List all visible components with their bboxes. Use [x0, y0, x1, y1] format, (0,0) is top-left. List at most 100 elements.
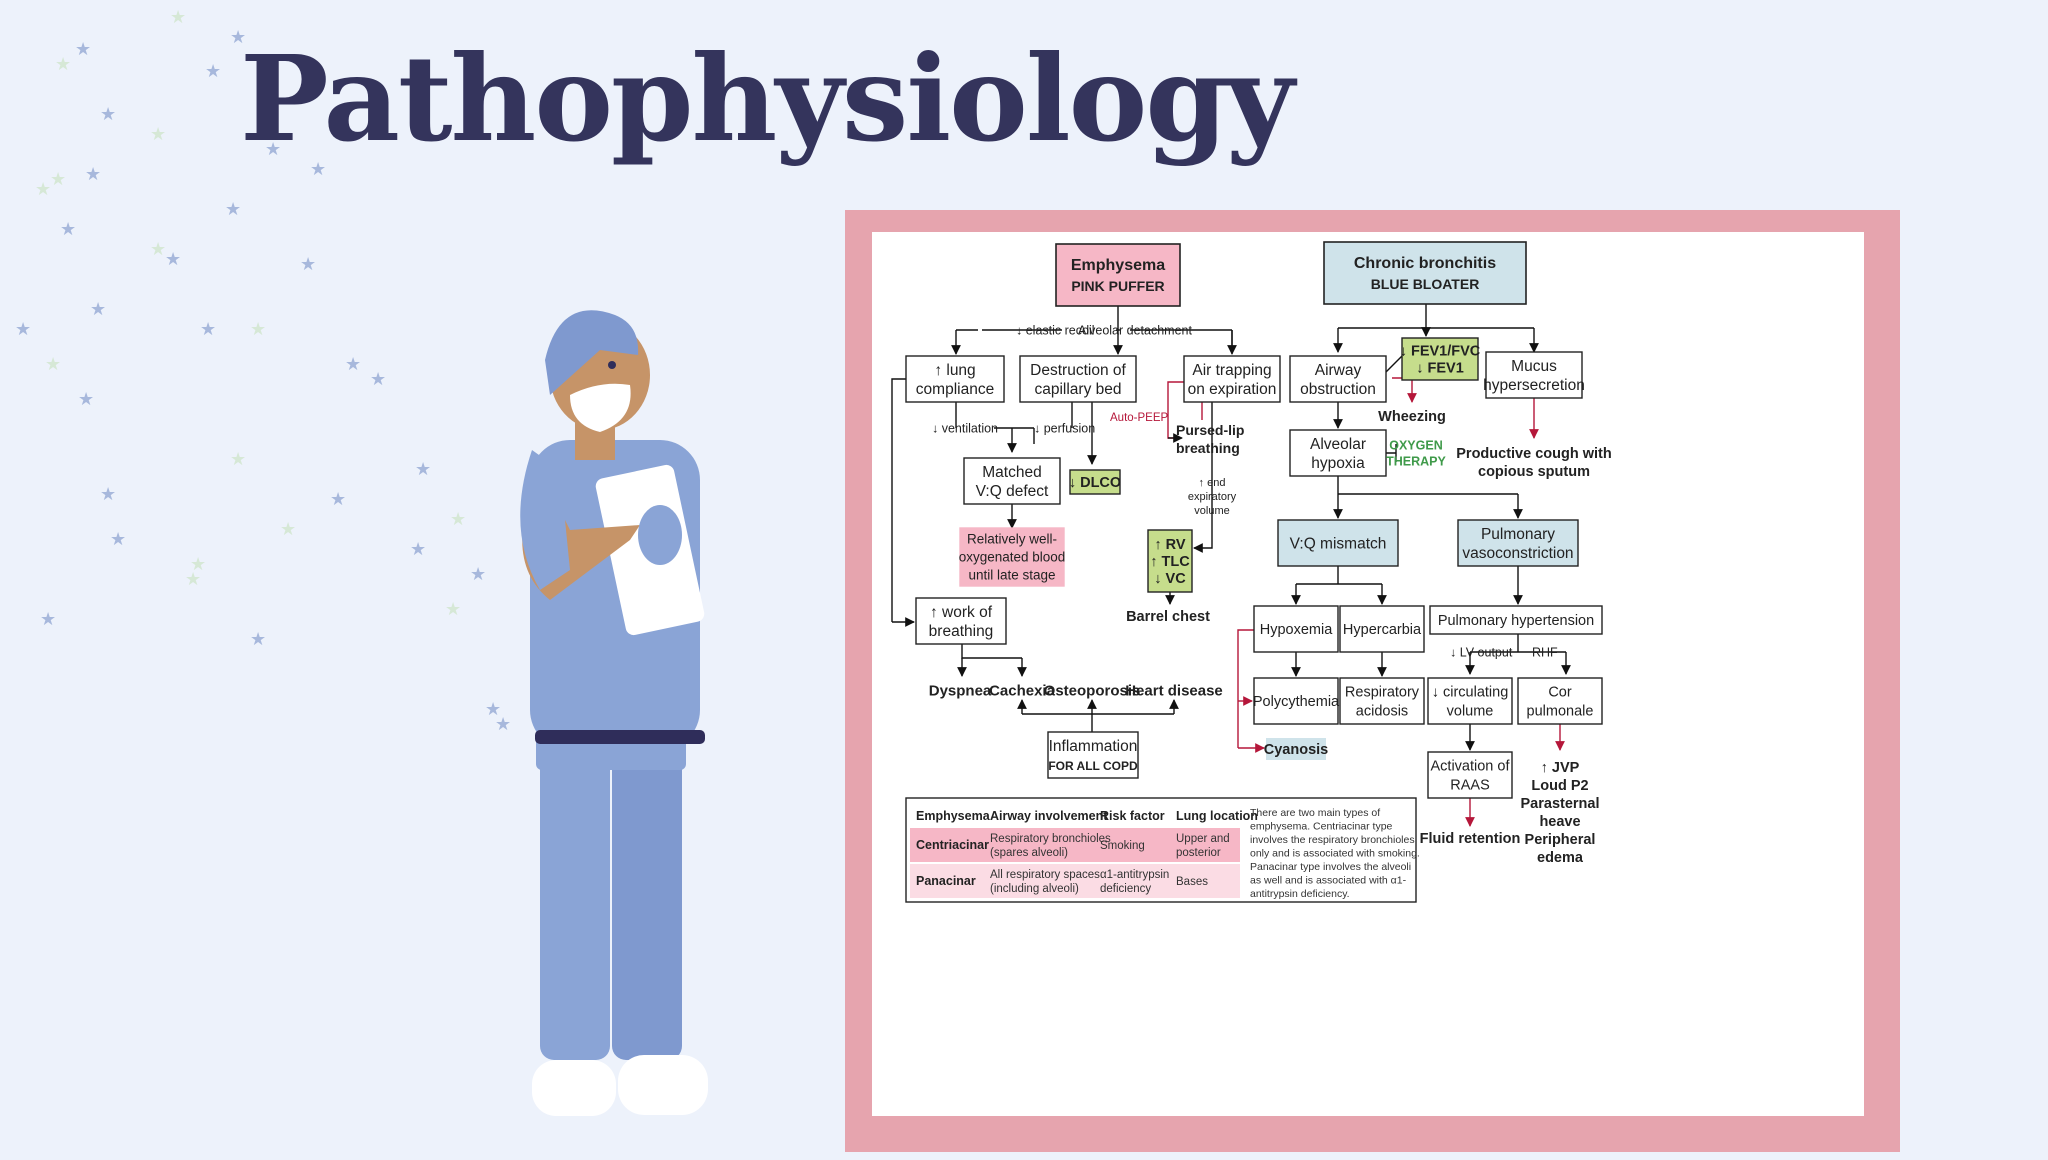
table-header: Emphysema — [916, 809, 991, 823]
end-expiratory-line-2: expiratory — [1188, 491, 1237, 503]
connector-line — [1296, 566, 1382, 585]
polycythemia-label: Polycythemia — [1253, 694, 1340, 710]
edge-lv-output: ↓ LV output — [1450, 645, 1513, 659]
pulm-vasoconstriction-label-line-1: Pulmonary — [1481, 526, 1555, 543]
star-icon: ★ — [230, 449, 247, 469]
oxygenated-label-line-3: until late stage — [968, 568, 1055, 583]
cor-signs-line-6: edema — [1537, 850, 1584, 866]
lung-compliance-label-line-2: compliance — [916, 381, 994, 398]
connector-line — [1337, 476, 1518, 495]
star-icon: ★ — [330, 489, 347, 509]
hypercarbia-label: Hypercarbia — [1343, 622, 1422, 638]
star-icon: ★ — [55, 54, 72, 74]
pursed-lip-line-1: Pursed-lip — [1176, 422, 1244, 438]
table-cell-location: posterior — [1176, 847, 1221, 859]
table-cell-airway: Respiratory bronchioles — [990, 833, 1111, 845]
vq-mismatch-label: V:Q mismatch — [1290, 535, 1387, 552]
cor-signs-line-1: ↑ JVP — [1541, 760, 1580, 776]
star-icon: ★ — [250, 629, 267, 649]
connector-arrow — [1193, 512, 1213, 553]
table-note-line: involves the respiratory bronchioles — [1250, 834, 1415, 846]
connector-line — [1022, 713, 1174, 732]
air-trapping-label-line-2: on expiration — [1188, 381, 1277, 398]
page-title: Pathophysiology — [240, 29, 1294, 168]
emphysema-header-label-line-1: Emphysema — [1071, 257, 1165, 274]
air-trapping-label-line-1: Air trapping — [1192, 362, 1271, 379]
connector-line — [1385, 355, 1403, 373]
star-icon: ★ — [415, 459, 432, 479]
table-row-panacinar — [910, 864, 1240, 898]
connector-line — [1237, 629, 1254, 748]
table-note-line: There are two main types of — [1250, 807, 1380, 819]
emphysema-header-box — [1055, 243, 1181, 307]
heart-disease: Heart disease — [1125, 682, 1223, 699]
star-icon: ★ — [265, 139, 282, 159]
resp-acidosis-box — [1339, 677, 1425, 725]
connector-arrow — [1392, 377, 1417, 403]
table-note-line: emphysema. Centriacinar type — [1250, 821, 1393, 833]
star-icon: ★ — [45, 354, 62, 374]
end-expiratory-line-3: volume — [1194, 505, 1229, 517]
star-icon: ★ — [185, 569, 202, 589]
star-icon: ★ — [230, 27, 247, 47]
star-icon: ★ — [78, 389, 95, 409]
star-icon: ★ — [90, 299, 107, 319]
rv-tlc-vc-label-line-1: ↑ RV — [1154, 537, 1185, 553]
mucus-label-line-2: hypersecretion — [1483, 377, 1585, 394]
raas-label-line-1: Activation of — [1431, 759, 1511, 775]
table-note-line: only and is associated with smoking. — [1250, 848, 1420, 860]
connector-line — [1470, 634, 1566, 653]
star-icon: ★ — [310, 159, 327, 179]
osteoporosis: Osteoporosis — [1044, 682, 1141, 699]
hypercarbia-box — [1339, 605, 1425, 653]
star-icon: ★ — [75, 39, 92, 59]
oxygen-therapy-line-2: THERAPY — [1386, 454, 1446, 468]
mucus-label-line-1: Mucus — [1511, 358, 1557, 375]
dlco-box — [1069, 469, 1121, 495]
vq-mismatch-box — [1277, 519, 1399, 567]
edge-elastic-recoil: ↓ elastic recoil — [1016, 323, 1095, 337]
star-icon: ★ — [190, 554, 207, 574]
table-header: Airway involvement — [990, 809, 1108, 823]
star-icon: ★ — [40, 609, 57, 629]
star-icon: ★ — [205, 61, 222, 81]
star-icon: ★ — [445, 599, 462, 619]
matched-vq-label-line-2: V:Q defect — [976, 483, 1049, 500]
circulating-volume-label-line-2: volume — [1447, 704, 1494, 720]
star-icon: ★ — [100, 484, 117, 504]
star-icon: ★ — [450, 509, 467, 529]
productive-cough-line-1: Productive cough with — [1456, 446, 1611, 462]
star-icon: ★ — [345, 354, 362, 374]
hypoxemia-label: Hypoxemia — [1260, 622, 1333, 638]
fev-label-line-1: ↓ FEV1/FVC — [1400, 344, 1481, 360]
rv-tlc-vc-label-line-3: ↓ VC — [1154, 571, 1186, 587]
star-icon: ★ — [60, 219, 77, 239]
fev-label-line-2: ↓ FEV1 — [1416, 361, 1464, 377]
dlco-label: ↓ DLCO — [1069, 475, 1121, 491]
connector-line — [1338, 304, 1534, 329]
bronchitis-header-box — [1323, 241, 1527, 305]
star-icon: ★ — [495, 714, 512, 734]
raas-box — [1427, 751, 1513, 799]
work-breathing-box — [915, 597, 1007, 645]
hypoxemia-box — [1253, 605, 1339, 653]
pursed-lip-line-2: breathing — [1176, 440, 1240, 456]
table-cell-risk: Smoking — [1100, 840, 1145, 852]
resp-acidosis-label-line-2: acidosis — [1356, 704, 1408, 720]
star-icon: ★ — [150, 124, 167, 144]
star-icon: ★ — [150, 239, 167, 259]
rv-tlc-vc-box — [1147, 529, 1193, 593]
table-note-line: antitrypsin deficiency. — [1250, 888, 1350, 900]
cor-pulmonale-label-line-2: pulmonale — [1527, 704, 1594, 720]
matched-vq-box — [963, 457, 1061, 505]
oxygenated-label-line-1: Relatively well- — [967, 532, 1057, 547]
fev-box — [1401, 337, 1479, 381]
star-icon: ★ — [250, 319, 267, 339]
inflammation-label-line-1: Inflammation — [1049, 738, 1138, 755]
cor-signs-line-2: Loud P2 — [1531, 778, 1588, 794]
pulm-vasoconstriction-label-line-2: vasoconstriction — [1462, 545, 1573, 562]
table-cell-location: Bases — [1176, 876, 1208, 888]
rv-tlc-vc-label-line-2: ↑ TLC — [1150, 554, 1190, 570]
